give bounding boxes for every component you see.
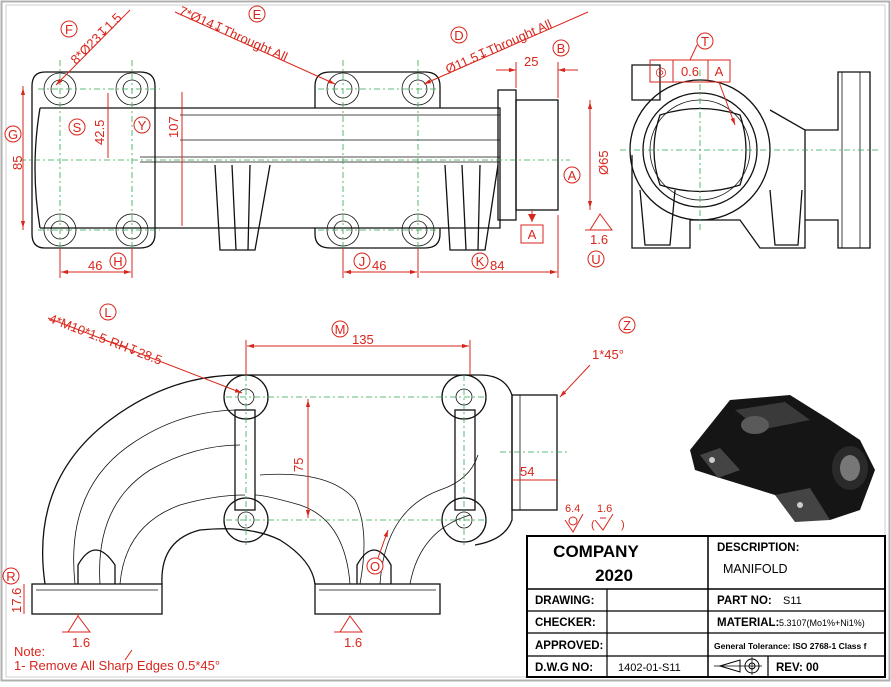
material-label: MATERIAL: [717, 617, 779, 629]
part-no-value: S11 [783, 595, 802, 607]
callout-s-letter: S [73, 120, 82, 135]
callout-e-text: 7*Ø14↧Throught All [177, 3, 290, 64]
roughness-bottom-mid: 1.6 [344, 635, 362, 650]
callout-j-letter: J [359, 254, 366, 269]
svg-text:): ) [621, 519, 625, 531]
annotations-top: F 8*Ø23↧1.5 E 7*Ø14↧Throught All D Ø11.5… [4, 3, 736, 278]
callout-b-letter: B [557, 41, 566, 56]
company-name: COMPANY [553, 542, 639, 561]
datum-a-label: A [528, 227, 537, 242]
chamfer-note: 1*45° [592, 347, 624, 362]
part-no-label: PART NO: [717, 595, 772, 607]
callout-y-letter: Y [138, 118, 147, 133]
svg-text:(: ( [591, 519, 595, 531]
callout-z-letter: Z [623, 318, 631, 333]
projection-symbol-icon [714, 657, 762, 675]
roughness-u-value: 1.6 [590, 232, 608, 247]
approved-label: APPROVED: [535, 640, 603, 652]
dim-85: 85 [10, 156, 25, 170]
dim-135: 135 [352, 332, 374, 347]
dim-75: 75 [291, 458, 306, 472]
roughness-bottom-left: 1.6 [72, 635, 90, 650]
dim-17-6: 17.6 [9, 588, 24, 613]
roughness-value-2: 1.6 [597, 503, 612, 515]
dim-46-left: 46 [88, 258, 102, 273]
callout-f-letter: F [65, 22, 73, 37]
checker-label: CHECKER: [535, 617, 596, 629]
drawing-label: DRAWING: [535, 595, 594, 607]
callout-e-letter: E [253, 7, 262, 22]
dwg-no-value: 1402-01-S11 [618, 662, 681, 674]
annotations-front: L 4*M10*1.5-RH↧28.5 M 135 75 54 Z 1*45° … [2, 303, 636, 673]
company-year: 2020 [595, 566, 633, 585]
callout-o-letter: O [370, 559, 380, 574]
rev-value: 00 [806, 662, 819, 674]
callout-f-text: 8*Ø23↧1.5 [68, 10, 125, 67]
callout-k-letter: K [476, 254, 485, 269]
material-value: 5.3107(Mo1%+Ni1%) [779, 618, 865, 628]
gdt-symbol: ◎ [655, 64, 666, 79]
callout-r-letter: R [6, 569, 15, 584]
top-view [20, 60, 570, 260]
dwg-no-label: D.W.G NO: [535, 662, 593, 674]
title-block: COMPANY 2020 DESCRIPTION: MANIFOLD DRAWI… [526, 535, 886, 678]
rev-label: REV: [776, 662, 803, 674]
callout-h-letter: H [113, 254, 122, 269]
dim-84: 84 [490, 258, 504, 273]
dim-dia-65: Ø65 [596, 150, 611, 175]
callout-t-letter: T [701, 34, 709, 49]
callout-m-letter: M [335, 322, 346, 337]
callout-u-letter: U [591, 252, 600, 267]
front-view [31, 374, 570, 615]
description-value: MANIFOLD [723, 562, 788, 576]
gdt-frame [649, 59, 731, 83]
note-line-1: 1- Remove All Sharp Edges 0.5*45° [14, 658, 220, 673]
gdt-tolerance: 0.6 [681, 64, 699, 79]
dim-25: 25 [524, 54, 538, 69]
dim-42-5: 42.5 [92, 120, 107, 145]
description-label: DESCRIPTION: [717, 542, 799, 554]
callout-d-letter: D [454, 28, 463, 43]
dim-107: 107 [166, 116, 181, 138]
gdt-datum: A [715, 64, 724, 79]
callout-g-letter: G [8, 127, 18, 142]
note-heading: Note: [14, 644, 45, 659]
callout-bubble-f [60, 20, 78, 38]
callout-a-letter: A [568, 168, 577, 183]
side-view [620, 64, 880, 249]
roughness-value-1: 6.4 [565, 503, 580, 515]
dim-46-right: 46 [372, 258, 386, 273]
iso-3d-render [690, 395, 875, 522]
dim-54: 54 [520, 464, 534, 479]
tolerance-text: General Tolerance: ISO 2768-1 Class f [714, 641, 867, 651]
inner-border [5, 4, 886, 678]
callout-l-letter: L [104, 305, 111, 320]
